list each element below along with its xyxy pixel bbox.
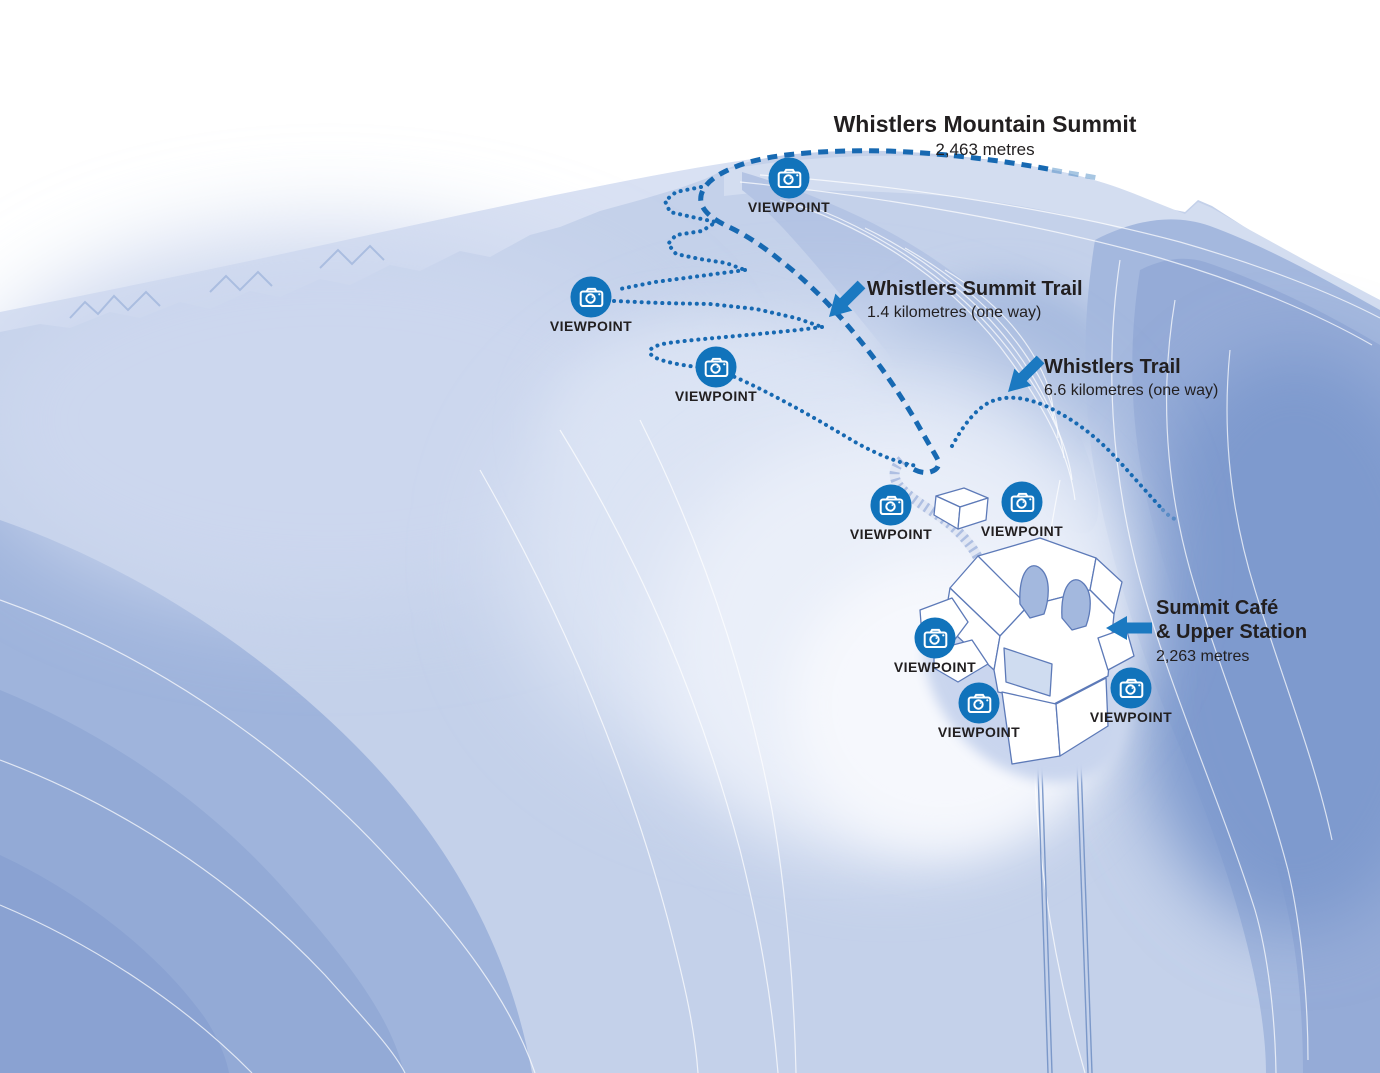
summit-trail-path (698, 148, 1049, 475)
summit-title-block: Whistlers Mountain Summit 2,463 metres (833, 111, 1137, 160)
summit-title: Whistlers Mountain Summit (833, 111, 1137, 137)
camera-icon (570, 276, 612, 318)
camera-icon (695, 346, 737, 388)
station-name-line2: & Upper Station (1156, 621, 1308, 643)
viewpoint-label: VIEWPOINT (980, 523, 1064, 539)
ridge-crags (69, 244, 385, 319)
whistlers-trail-arrow-icon (1008, 355, 1045, 392)
camera-icon (870, 484, 912, 526)
viewpoint-label: VIEWPOINT (893, 659, 977, 675)
station-elevation: 2,263 metres (1156, 648, 1250, 665)
viewpoint-label: VIEWPOINT (674, 388, 758, 404)
camera-icon (958, 682, 1000, 724)
summit-trail-name: Whistlers Summit Trail (867, 278, 1083, 300)
direction-arrows (829, 280, 1152, 640)
trails (612, 148, 1178, 521)
camera-icon (1110, 667, 1152, 709)
summit-trail-distance: 1.4 kilometres (one way) (867, 304, 1042, 321)
viewpoint-label: VIEWPOINT (747, 199, 831, 215)
station-name-line1: Summit Café (1156, 597, 1279, 619)
summit-trail-arrow-icon (829, 280, 866, 317)
camera-icon (768, 157, 810, 199)
station-arrow-icon (1106, 616, 1152, 640)
cable-arch (1061, 579, 1091, 631)
whistlers-trail-name: Whistlers Trail (1044, 356, 1181, 378)
viewing-platform-box (933, 487, 989, 530)
dotted-trails (612, 185, 1178, 521)
viewpoint-label: VIEWPOINT (1089, 709, 1173, 725)
whistlers-trail-path (950, 395, 1165, 512)
viewpoint-label: VIEWPOINT (549, 318, 633, 334)
whistlers-trail-distance: 6.6 kilometres (one way) (1044, 382, 1219, 399)
summit-elevation: 2,463 metres (935, 140, 1035, 160)
camera-icon (1001, 481, 1043, 523)
cable-arch (1019, 565, 1049, 619)
camera-icon (914, 617, 956, 659)
whistlers-trail-label: Whistlers Trail 6.6 kilometres (one way) (1044, 355, 1218, 400)
viewpoint-label: VIEWPOINT (849, 526, 933, 542)
viewpoint-label: VIEWPOINT (937, 724, 1021, 740)
station-label: Summit Café & Upper Station 2,263 metres (1156, 596, 1307, 666)
summit-trail-label: Whistlers Summit Trail 1.4 kilometres (o… (867, 277, 1083, 322)
